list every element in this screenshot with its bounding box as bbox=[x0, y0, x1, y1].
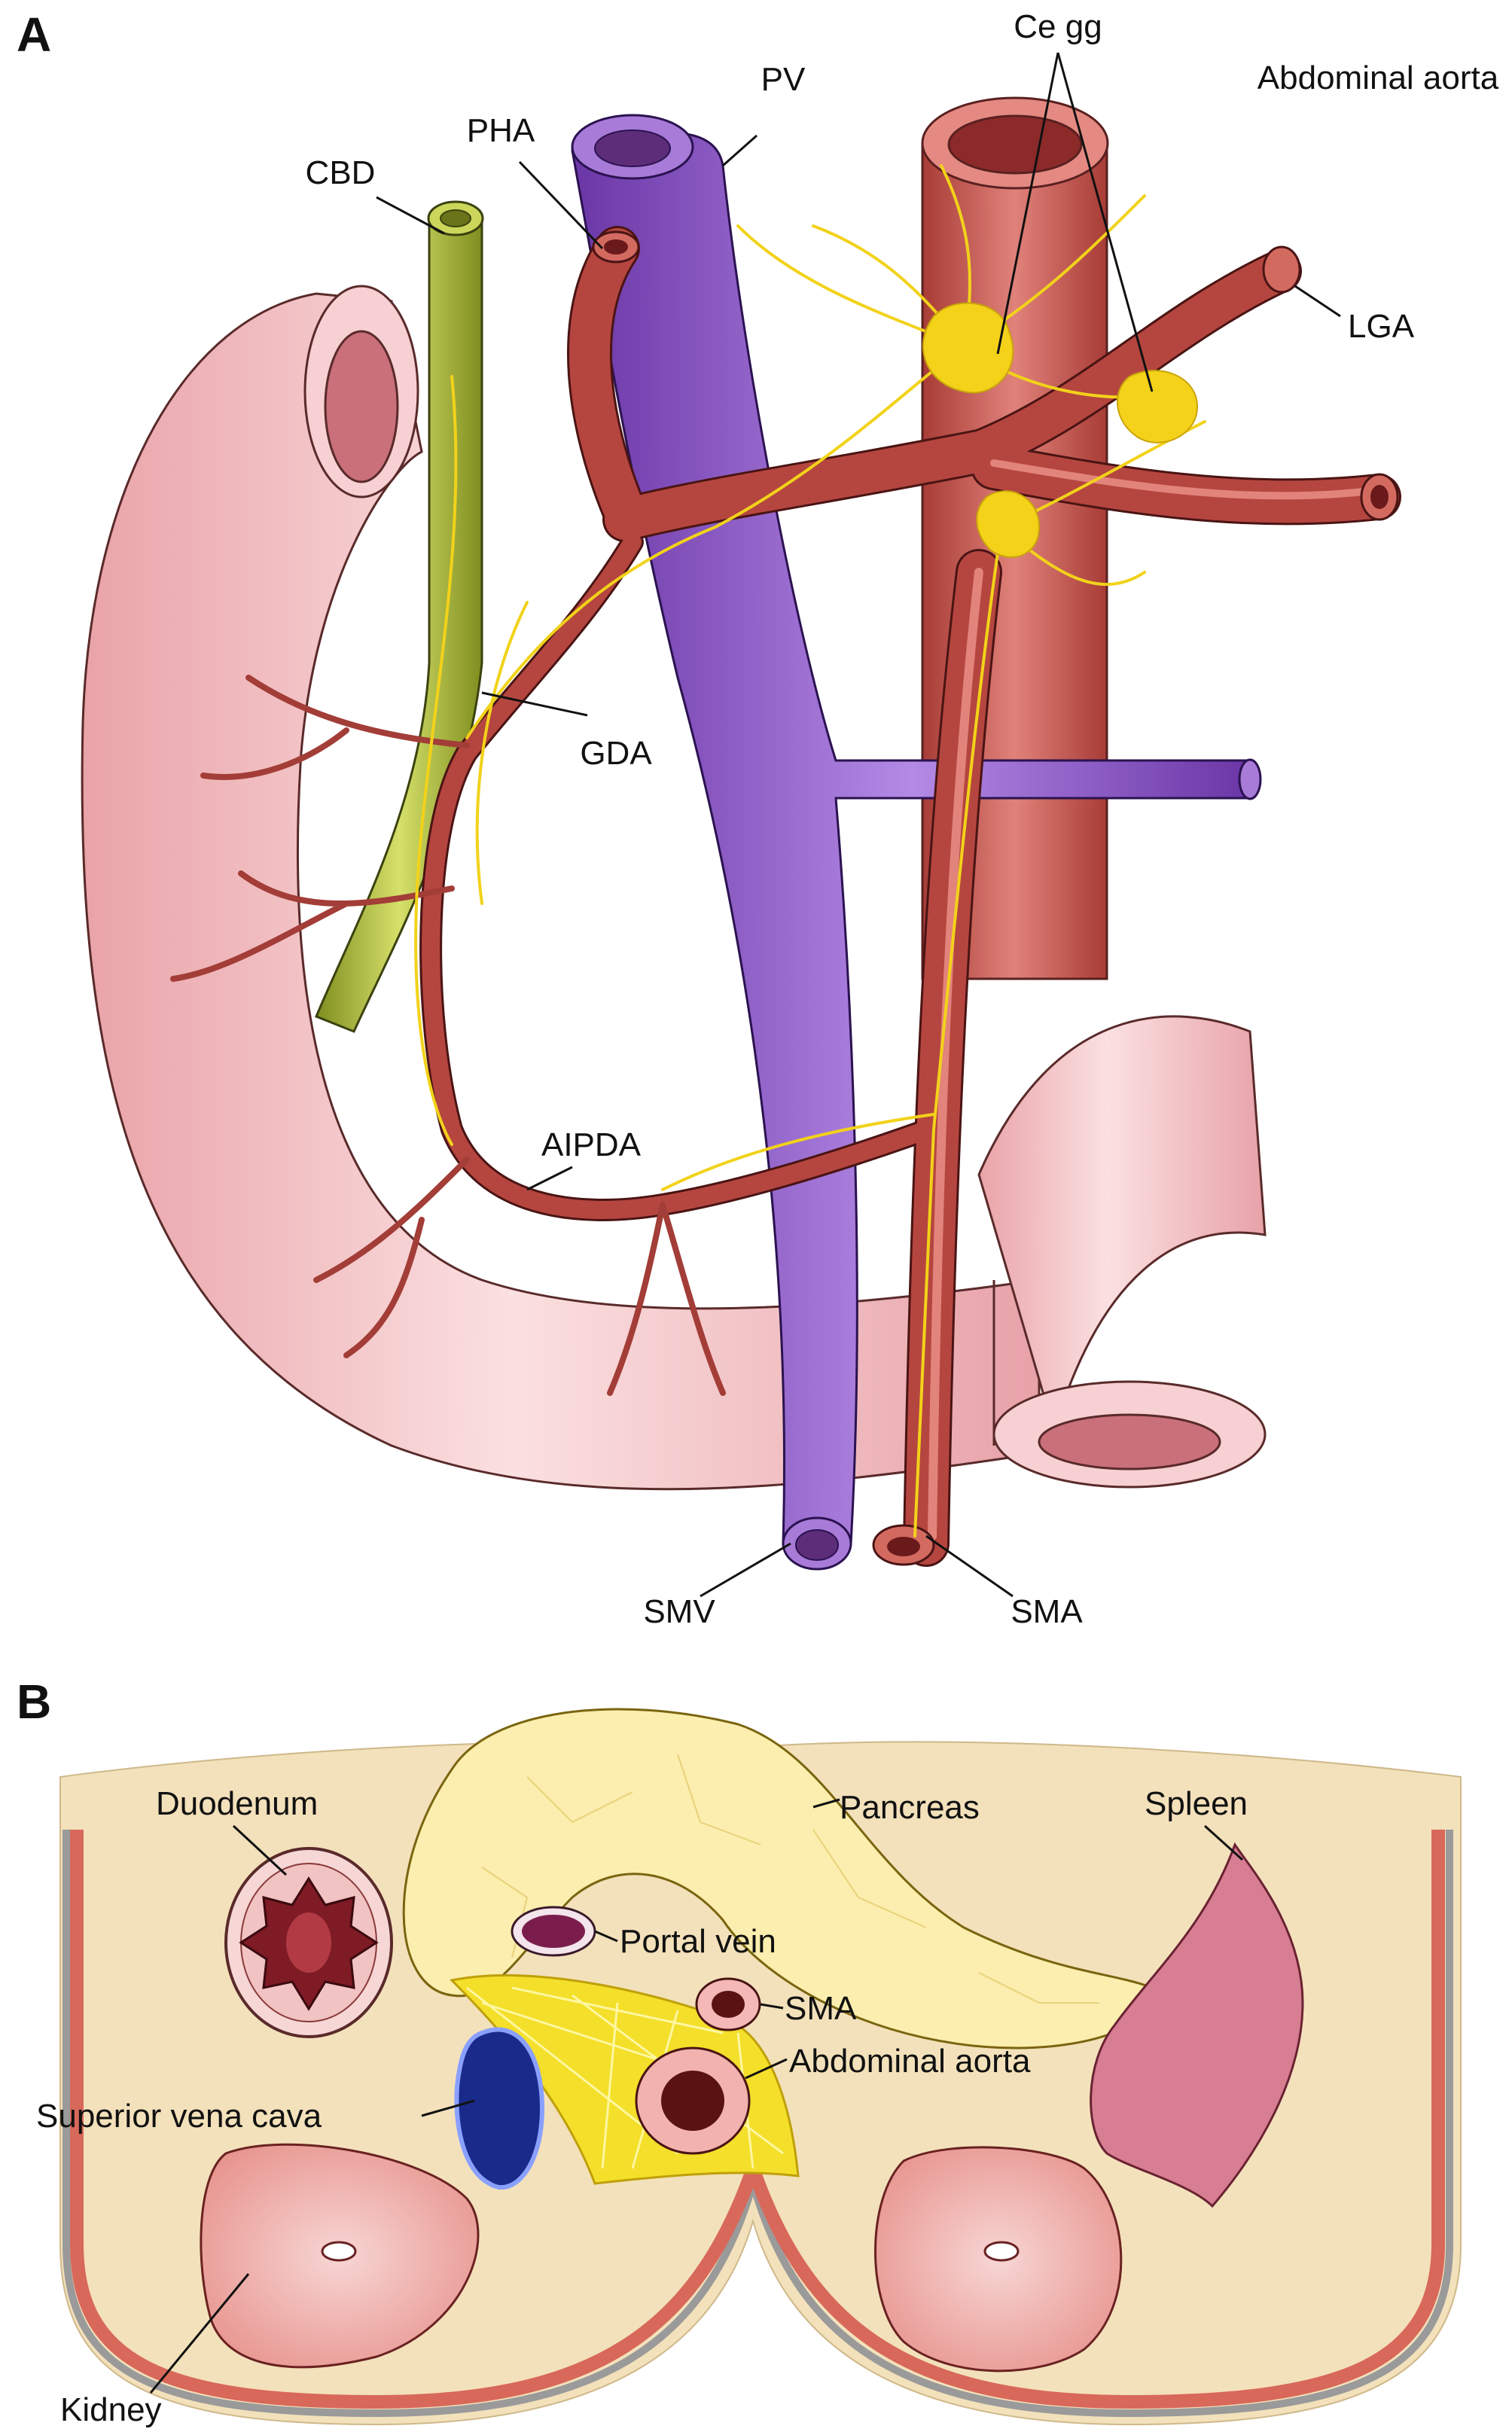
panel-a: A bbox=[17, 8, 1499, 1630]
label-portal-vein: Portal vein bbox=[620, 1923, 776, 1960]
abdominal-aorta-section bbox=[635, 2046, 751, 2155]
arteries-a bbox=[170, 226, 1401, 1567]
label-pancreas: Pancreas bbox=[840, 1789, 980, 1826]
label-smv: SMV bbox=[643, 1593, 715, 1630]
label-sma-a: SMA bbox=[1011, 1593, 1083, 1630]
label-duodenum: Duodenum bbox=[156, 1785, 318, 1822]
sma-section bbox=[695, 1977, 761, 2031]
vena-cava-section bbox=[454, 2027, 545, 2190]
duodenum-a bbox=[81, 285, 1267, 1491]
portal-vein-section bbox=[511, 1906, 596, 1957]
label-superior-vena-cava: Superior vena cava bbox=[36, 2098, 322, 2135]
leader-lines-a bbox=[376, 52, 1341, 1598]
label-abdominal-aorta-a: Abdominal aorta bbox=[1257, 59, 1499, 96]
panel-a-letter: A bbox=[17, 8, 51, 62]
label-spleen: Spleen bbox=[1145, 1785, 1248, 1822]
label-pha: PHA bbox=[467, 112, 535, 149]
label-cbd: CBD bbox=[306, 154, 376, 191]
label-aipda: AIPDA bbox=[541, 1126, 642, 1163]
kidney-right bbox=[874, 2146, 1123, 2373]
label-lga: LGA bbox=[1348, 308, 1415, 345]
kidney-left bbox=[200, 2143, 480, 2369]
label-sma-b: SMA bbox=[785, 1990, 857, 2027]
spleen bbox=[1090, 1842, 1304, 2208]
panel-b-letter: B bbox=[17, 1675, 51, 1729]
label-pv: PV bbox=[761, 61, 806, 98]
label-abdominal-aorta-b: Abdominal aorta bbox=[789, 2043, 1031, 2080]
duodenum-section bbox=[224, 1847, 393, 2038]
pancreas-texture bbox=[481, 1754, 1099, 2004]
label-ce-gg: Ce gg bbox=[1014, 8, 1102, 45]
label-gda: GDA bbox=[580, 735, 652, 772]
label-kidney: Kidney bbox=[60, 2391, 162, 2428]
panel-b: B bbox=[17, 1675, 1462, 2428]
leader-lines-b bbox=[149, 1798, 1244, 2394]
celiac-ganglia bbox=[414, 164, 1206, 1538]
